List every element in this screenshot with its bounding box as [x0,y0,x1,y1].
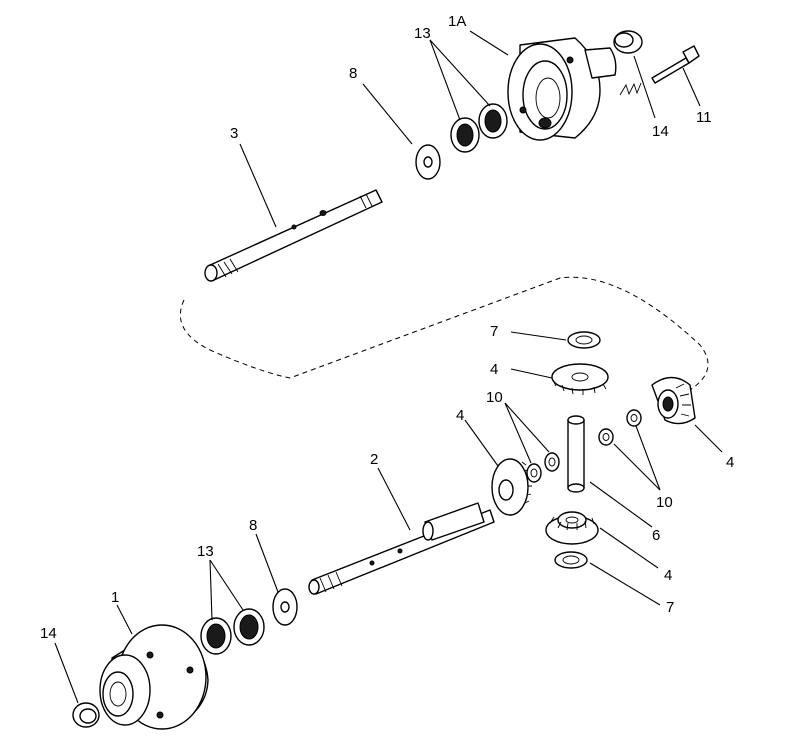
leader-lines [54,30,723,704]
callout-3: 3 [230,125,238,142]
bearings-13-bottom [200,608,265,655]
spring-top [619,82,642,96]
bolt-11 [651,45,700,84]
callout-4-lower: 4 [664,567,672,584]
housing-1 [99,624,209,730]
callout-4-right: 4 [726,454,734,471]
gear-4-upper [551,363,609,395]
bearings-13-top [450,103,508,153]
callout-10-right: 10 [656,494,673,511]
callout-1: 1 [111,589,119,606]
shaft-2 [308,502,495,595]
shaft-3 [204,189,383,282]
pin-6 [567,415,585,493]
callout-14-bottom: 14 [40,625,57,642]
callout-4-left: 4 [456,407,464,424]
bushing-14-top [613,30,643,54]
gear-4-left [491,458,532,516]
gear-4-right [651,376,696,425]
washer-8-bottom [272,588,298,626]
gear-4-lower [545,511,599,545]
washer-7-top [567,331,601,349]
callout-11: 11 [696,109,712,126]
callout-13-top: 13 [414,25,431,42]
callout-6: 6 [652,527,660,544]
callout-7-bottom: 7 [666,599,674,616]
callout-14-top: 14 [652,123,669,140]
callout-13-bottom: 13 [197,543,214,560]
callout-2: 2 [370,451,378,468]
washer-7-bottom [554,551,588,569]
dashed-connector [179,276,709,391]
bushing-14-bottom [72,702,100,728]
callout-10-left: 10 [486,389,503,406]
washer-10-left [526,452,560,483]
callout-8-bottom: 8 [249,517,257,534]
washer-10-right [598,409,642,446]
callout-4-upper: 4 [490,361,498,378]
callout-7-top: 7 [490,323,498,340]
callout-8-top: 8 [349,65,357,82]
callout-1a: 1A [448,13,466,30]
housing-1a [507,37,617,141]
washer-8-top [415,144,441,180]
